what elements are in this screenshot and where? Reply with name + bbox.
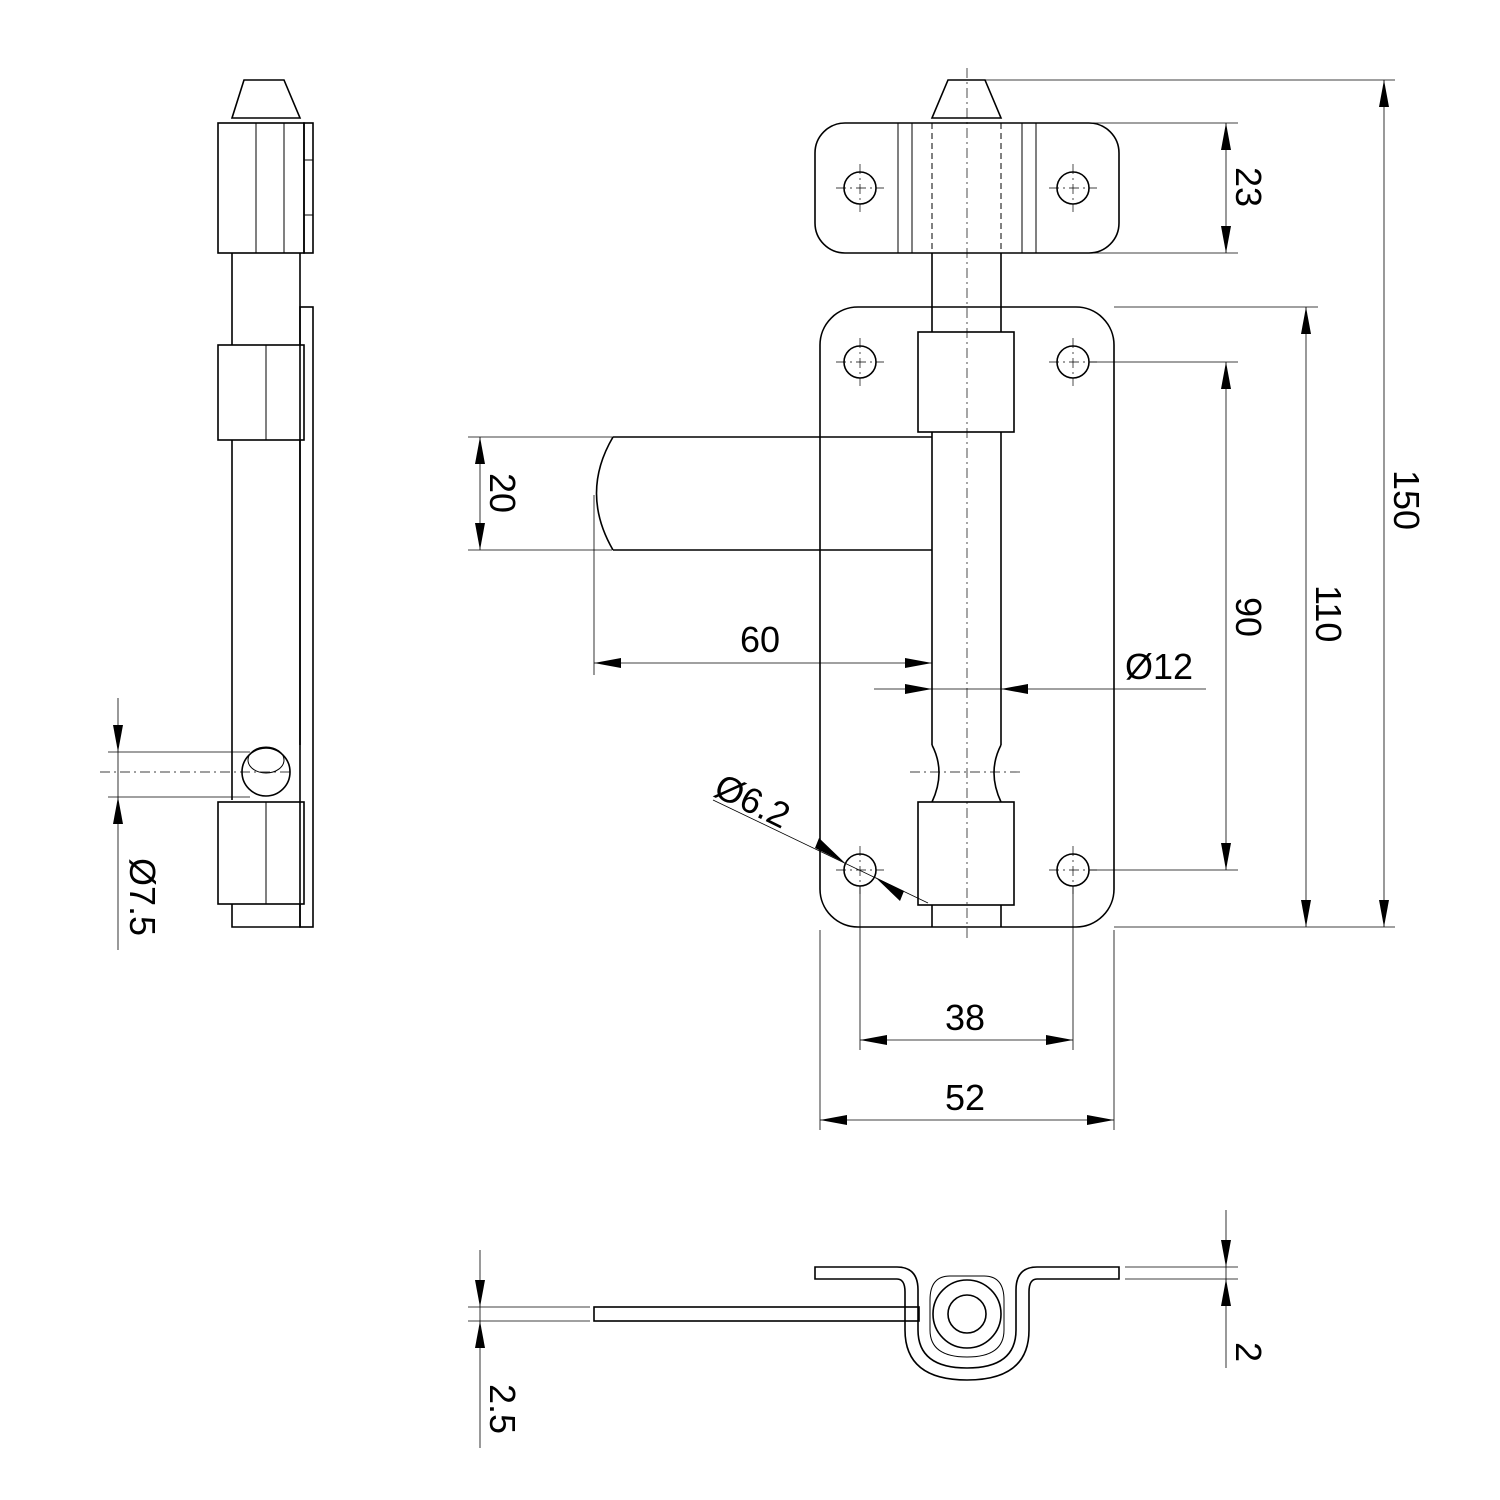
side-lower-guide — [217, 801, 305, 905]
side-bolt-tip — [230, 79, 302, 119]
side-base-plate — [299, 306, 314, 928]
handle-reach-label: 60 — [740, 619, 780, 660]
end-keeper-profile — [814, 1266, 1120, 1381]
plate-width-label: 52 — [945, 1077, 985, 1118]
overall-length-label: 150 — [1386, 470, 1427, 530]
pin-diameter-label: Ø7.5 — [122, 858, 163, 936]
side-view: Ø7.5 — [100, 79, 314, 950]
bolt-diameter-label: Ø12 — [1125, 646, 1193, 687]
side-keeper-block — [217, 122, 305, 254]
keeper-hole-right — [1049, 164, 1097, 212]
upper-guide-block — [917, 331, 1015, 433]
plate-thickness-label: 2.5 — [482, 1384, 523, 1434]
lower-guide-block — [917, 801, 1015, 906]
end-handle-bar — [593, 1306, 920, 1322]
end-view: 2 2.5 — [468, 1210, 1269, 1448]
keeper-hole-left — [836, 164, 884, 212]
side-upper-guide — [217, 344, 305, 441]
plate-hole-top-left — [836, 338, 884, 386]
end-bolt-inner — [947, 1294, 987, 1334]
hole-diameter-label: Ø6.2 — [708, 765, 796, 836]
bolt-handle — [595, 436, 932, 551]
plate-hole-top-right — [1049, 338, 1097, 386]
keeper-height-label: 23 — [1228, 167, 1269, 207]
keeper-thickness-label: 2 — [1228, 1342, 1269, 1362]
plate-length-label: 110 — [1308, 585, 1349, 642]
hole-spacing-vertical-label: 90 — [1228, 597, 1269, 637]
front-view: 150 110 90 23 20 60 — [468, 68, 1427, 1130]
handle-width-label: 20 — [482, 473, 523, 513]
end-bolt-outer — [932, 1279, 1002, 1349]
hole-spacing-horizontal-label: 38 — [945, 997, 985, 1038]
base-plate — [819, 306, 1115, 928]
bolt-tip — [930, 79, 1003, 119]
